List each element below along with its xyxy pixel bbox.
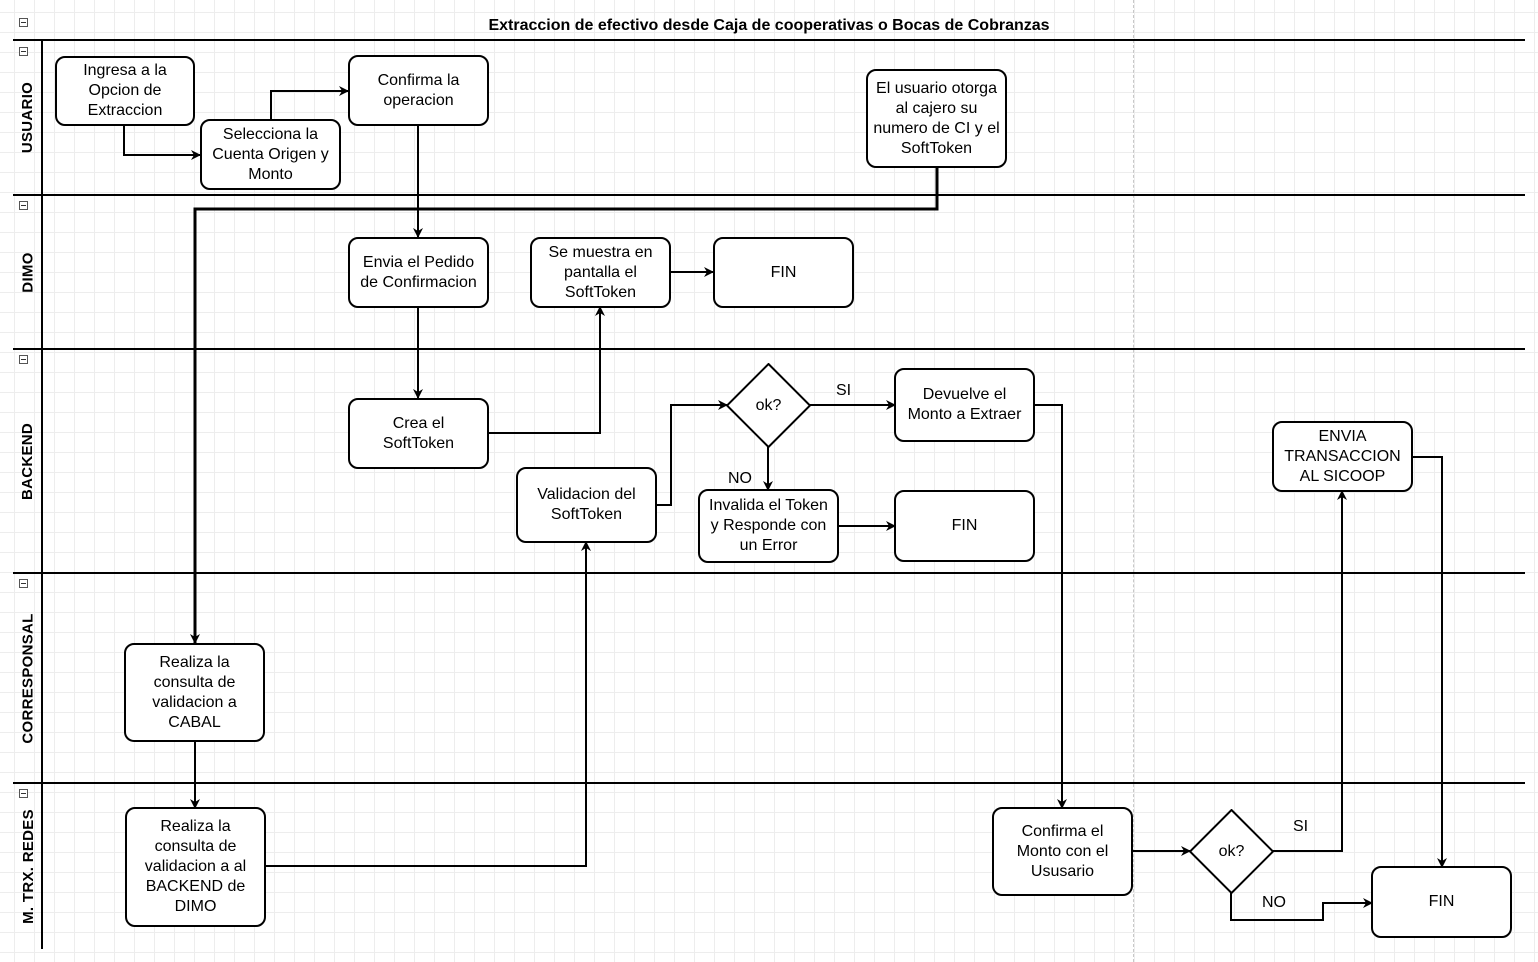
collapse-icon[interactable] [19, 47, 28, 56]
edge-label-si: SI [1293, 818, 1309, 835]
flow-step-envia-pedido[interactable]: Envia el Pedido de Confirmacion [348, 237, 489, 308]
flow-end-backend[interactable]: FIN [894, 490, 1035, 562]
collapse-icon[interactable] [19, 18, 28, 27]
edge-label-si: SI [836, 382, 852, 399]
edge-n8-n6 [489, 306, 605, 434]
collapse-icon[interactable] [19, 355, 28, 364]
flow-step-consulta-cabal[interactable]: Realiza la consulta de validacion a CABA… [124, 643, 265, 742]
collapse-icon[interactable] [19, 201, 28, 210]
diamond-shape [726, 363, 811, 448]
lane-header-separator [41, 41, 43, 949]
flow-end-dimo[interactable]: FIN [713, 237, 854, 308]
flow-step-crea-softtoken[interactable]: Crea el SoftToken [348, 398, 489, 469]
flow-step-ingresa-opcion[interactable]: Ingresa a la Opcion de Extraccion [55, 56, 195, 126]
flow-step-confirma-monto[interactable]: Confirma el Monto con el Ususario [992, 807, 1133, 896]
flow-step-muestra-softtoken[interactable]: Se muestra en pantalla el SoftToken [530, 237, 671, 308]
edge-label-no: NO [728, 470, 752, 487]
flow-end-redes[interactable]: FIN [1371, 866, 1512, 938]
flow-step-devuelve-monto[interactable]: Devuelve el Monto a Extraer [894, 368, 1035, 442]
edge-n11-n9 [656, 400, 728, 506]
edge-n16-n11 [265, 541, 591, 867]
decision-label: ok? [1218, 842, 1245, 860]
edge-n1-n2 [123, 125, 201, 160]
flow-step-envia-sicoop[interactable]: ENVIA TRANSACCION AL SICOOP [1272, 421, 1413, 492]
page-break-guide [1133, 0, 1134, 962]
edge-label-no: NO [1262, 894, 1286, 911]
diamond-shape [1189, 809, 1274, 894]
collapse-icon[interactable] [19, 789, 28, 798]
edge-n4-n15 [190, 167, 939, 644]
pool-title: Extraccion de efectivo desde Caja de coo… [13, 12, 1525, 41]
decision-ok-redes[interactable]: ok? [1189, 809, 1274, 894]
decision-ok-backend[interactable]: ok? [726, 363, 811, 448]
edge-n18-n14 [1272, 490, 1347, 852]
flow-step-usuario-otorga[interactable]: El usuario otorga al cajero su numero de… [866, 69, 1007, 168]
edge-n10-n17 [1034, 404, 1067, 809]
flow-step-selecciona-cuenta[interactable]: Selecciona la Cuenta Origen y Monto [200, 119, 341, 190]
flow-step-validacion-softtoken[interactable]: Validacion del SoftToken [516, 467, 657, 543]
lane-divider [13, 782, 1525, 784]
decision-label: ok? [755, 396, 782, 414]
lane-divider [13, 348, 1525, 350]
collapse-icon[interactable] [19, 579, 28, 588]
edge-n2-n3 [270, 86, 349, 119]
lane-divider [13, 572, 1525, 574]
flow-step-invalida-token[interactable]: Invalida el Token y Responde con un Erro… [698, 489, 839, 563]
flow-step-confirma-operacion[interactable]: Confirma la operacion [348, 55, 489, 126]
flow-step-consulta-backend-dimo[interactable]: Realiza la consulta de validacion a al B… [125, 807, 266, 927]
edge-n14-n19 [1413, 456, 1447, 868]
lane-divider [13, 194, 1525, 196]
edge-n18-n19 [1230, 892, 1373, 921]
